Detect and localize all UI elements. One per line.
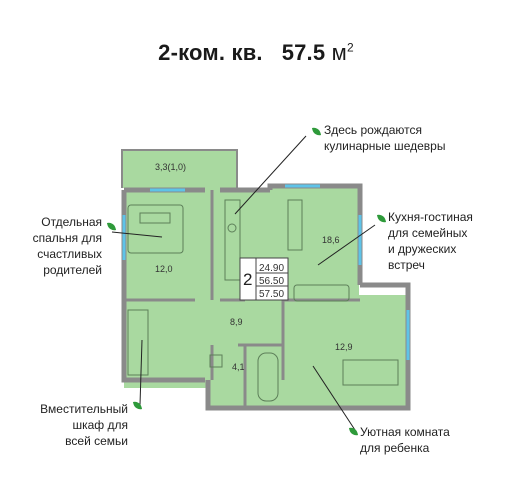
leader-living bbox=[317, 224, 376, 266]
leader-kitchen bbox=[234, 135, 307, 215]
summary-rooms: 2 bbox=[243, 270, 252, 289]
callout-bedroom: Отдельная спальня для счастливых родител… bbox=[32, 215, 102, 277]
summary-no-balcony: 56.50 bbox=[259, 276, 284, 287]
wall-east-south bbox=[205, 282, 411, 411]
kitchen-counter bbox=[224, 199, 241, 281]
summary-total: 57.50 bbox=[259, 289, 284, 300]
label-living: 18,6 bbox=[322, 235, 340, 245]
area-summary: 2 24.90 56.50 57.50 bbox=[239, 257, 289, 301]
callout-kitchen: Здесь рождаются кулинарные шедевры bbox=[324, 123, 446, 153]
title-rooms: 2-ком. кв. bbox=[158, 40, 263, 65]
callout-living: Кухня-гостиная для семейных и дружеских … bbox=[388, 210, 473, 272]
balcony-floor bbox=[122, 150, 237, 188]
callout-wardrobe: Вместительный шкаф для всей семьи bbox=[40, 402, 128, 448]
title-unit-sup: 2 bbox=[346, 40, 354, 55]
leader-wardrobe bbox=[139, 339, 143, 406]
label-kids: 12,9 bbox=[335, 342, 353, 352]
leader-kids bbox=[312, 365, 356, 431]
bed-kids bbox=[342, 359, 399, 386]
bed-bedroom bbox=[127, 204, 184, 254]
label-bedroom: 12,0 bbox=[155, 264, 173, 274]
summary-living: 24.90 bbox=[259, 263, 284, 274]
bathtub bbox=[257, 352, 279, 402]
label-bath: 4,1 bbox=[232, 362, 245, 372]
title-unit: м bbox=[331, 40, 347, 65]
label-balcony: 3,3(1,0) bbox=[155, 162, 186, 172]
label-hall: 8,9 bbox=[230, 317, 243, 327]
page-title: 2-ком. кв. 57.5 м2 bbox=[0, 40, 512, 66]
leader-bedroom bbox=[111, 231, 163, 238]
balcony-rail bbox=[121, 149, 238, 188]
wardrobe bbox=[127, 309, 149, 376]
title-area: 57.5 bbox=[281, 40, 326, 65]
sofa-living bbox=[293, 284, 350, 302]
callout-kids: Уютная комната для ребенка bbox=[360, 425, 450, 455]
